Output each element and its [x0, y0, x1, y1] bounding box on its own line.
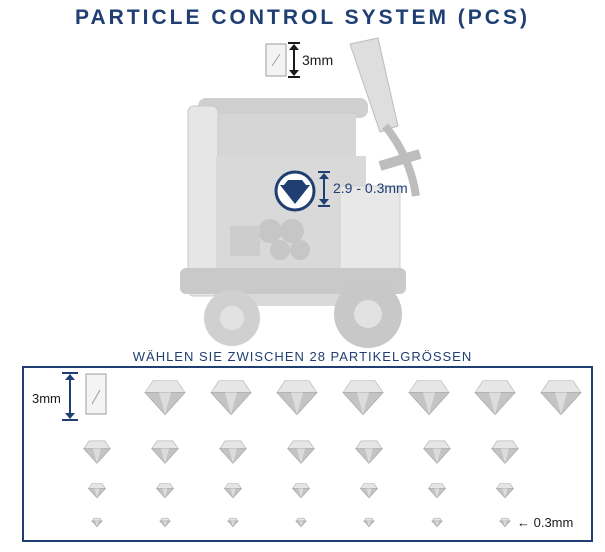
particle-diamond-icon	[295, 517, 307, 528]
min-size-label: ← 0.3mm	[517, 515, 574, 530]
particle-diamond-icon	[355, 440, 383, 464]
particle-diamond-icon	[540, 380, 582, 416]
particle-diamond-icon	[83, 440, 111, 464]
particle-diamond-icon	[151, 440, 179, 464]
particle-diamond-icon	[474, 380, 516, 416]
selector-subtitle: WÄHLEN SIE ZWISCHEN 28 PARTIKELGRÖSSEN	[132, 349, 473, 364]
particle-diamond-icon	[144, 380, 186, 416]
particle-diamond-icon	[359, 483, 379, 499]
particle-size-panel	[22, 366, 593, 542]
particle-diamond-icon	[276, 380, 318, 416]
particle-diamond-icon	[499, 517, 511, 528]
page-title: PARTICLE CONTROL SYSTEM (PCS)	[75, 6, 530, 29]
particle-diamond-icon	[223, 483, 243, 499]
particle-range-label: 2.9 - 0.3mm	[333, 180, 408, 196]
particle-diamond-icon	[227, 517, 239, 528]
particle-diamond-icon	[427, 483, 447, 499]
particle-diamond-icon	[423, 440, 451, 464]
particle-diamond-icon	[210, 380, 252, 416]
particle-diamond-icon	[155, 483, 175, 499]
particle-diamond-icon	[159, 517, 171, 528]
particle-diamond-icon	[495, 483, 515, 499]
particle-diamond-icon	[431, 517, 443, 528]
particle-diamond-icon	[91, 517, 103, 528]
particle-diamond-icon	[291, 483, 311, 499]
particle-diamond-icon	[287, 440, 315, 464]
particle-diamond-icon	[363, 517, 375, 528]
particle-diamond-icon	[87, 483, 107, 499]
pcs-machine-illustration	[180, 37, 422, 348]
particle-diamond-icon	[342, 380, 384, 416]
max-size-indicator	[62, 372, 107, 421]
particle-diamond-icon	[219, 440, 247, 464]
particle-diamond-icon	[491, 440, 519, 464]
particle-diamond-icon	[408, 380, 450, 416]
max-size-label: 3mm	[32, 391, 61, 406]
nozzle-size-label: 3mm	[302, 52, 334, 68]
